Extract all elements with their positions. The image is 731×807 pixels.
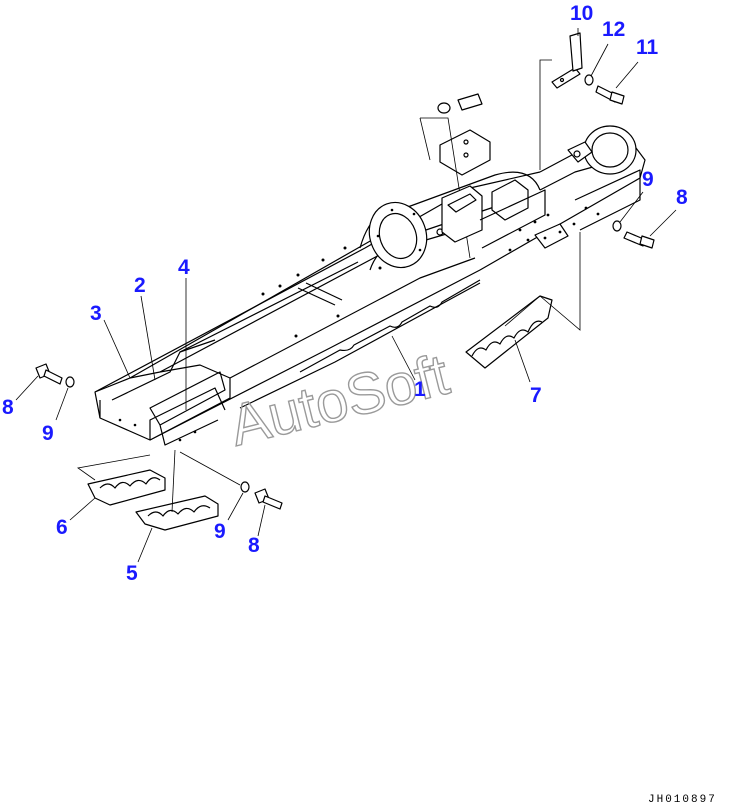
rear-end xyxy=(94,339,231,446)
callout-4: 4 xyxy=(178,256,190,279)
track-frame xyxy=(94,171,641,441)
callout-9-right: 9 xyxy=(642,168,654,191)
bolt-part-8-lower xyxy=(254,488,283,510)
washer-part-9-lower xyxy=(240,481,250,493)
callout-5: 5 xyxy=(126,562,138,585)
callout-12: 12 xyxy=(602,18,625,41)
spring-housing xyxy=(359,171,541,271)
washer-part-9-left xyxy=(65,376,75,388)
callout-3: 3 xyxy=(90,302,102,325)
callout-10: 10 xyxy=(570,2,593,25)
top-bracket xyxy=(419,93,491,259)
washer-part-12 xyxy=(584,74,594,86)
callout-9-left: 9 xyxy=(42,422,54,445)
callout-1: 1 xyxy=(414,378,426,401)
callout-6: 6 xyxy=(56,516,68,539)
callout-11: 11 xyxy=(636,36,659,59)
guard-part-7 xyxy=(465,295,553,369)
bolt-part-8-left xyxy=(35,363,63,385)
callout-8-left: 8 xyxy=(2,396,14,419)
bolt-part-8-right xyxy=(623,231,655,249)
front-yoke xyxy=(534,125,646,249)
callout-2: 2 xyxy=(134,274,146,297)
guard-part-6 xyxy=(87,469,166,506)
bolt-part-11 xyxy=(595,85,625,105)
drawing-code: JH010897 xyxy=(648,794,717,806)
washer-part-9-right xyxy=(612,220,622,232)
guard-part-5 xyxy=(135,495,219,531)
callout-8-lower: 8 xyxy=(248,534,260,557)
callout-7: 7 xyxy=(530,384,542,407)
bracket-part-10 xyxy=(551,32,583,89)
callout-8-right: 8 xyxy=(676,186,688,209)
mid-blocks xyxy=(441,179,550,252)
callouts: 10 12 11 9 8 4 2 3 1 7 8 9 6 9 8 5 xyxy=(2,2,688,585)
leader-lines xyxy=(15,28,677,563)
callout-9-lower: 9 xyxy=(214,520,226,543)
